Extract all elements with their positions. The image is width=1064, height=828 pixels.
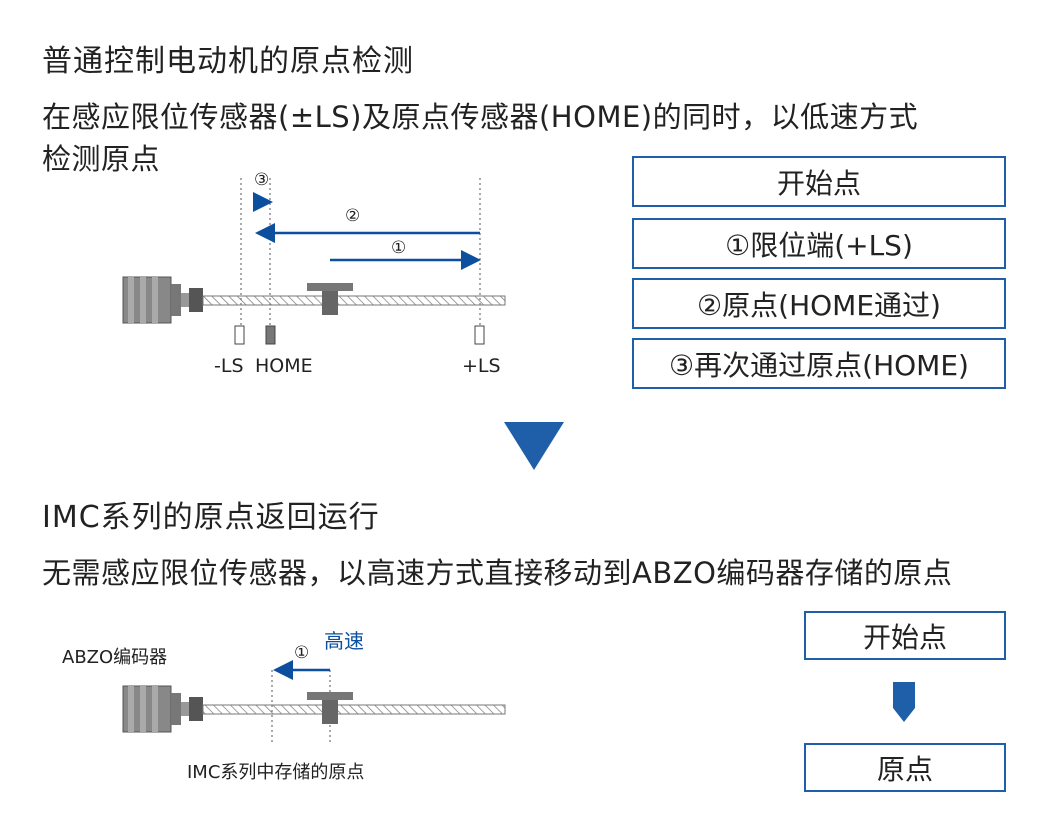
label-abzo-encoder: ABZO编码器 [62, 647, 168, 668]
label-high-speed: 高速 [324, 629, 364, 653]
marker-step2: ② [345, 206, 361, 226]
flow2-origin: 原点 [804, 743, 1006, 792]
carriage-1 [307, 283, 353, 315]
section2-title: IMC系列的原点返回运行 [42, 500, 380, 535]
label-plus-ls: +LS [462, 355, 501, 377]
section1-desc-line2: 检测原点 [42, 142, 161, 176]
label-stored-origin: IMC系列中存储的原点 [187, 762, 365, 783]
carriage-2 [307, 692, 353, 724]
sensor-home [265, 325, 276, 345]
marker-step1: ① [391, 238, 407, 258]
sensor-plus-ls [474, 325, 485, 345]
motor-2 [122, 685, 203, 733]
screw-shaft-2 [202, 704, 506, 715]
section1-title: 普通控制电动机的原点检测 [42, 44, 414, 79]
marker-step1-high-speed: ① [294, 643, 310, 663]
flow1-step1: ①限位端(+LS) [632, 218, 1006, 269]
flow2-chevron-down-icon [893, 682, 915, 722]
motor-1 [122, 276, 203, 324]
down-triangle [504, 422, 564, 470]
flow2-start: 开始点 [804, 611, 1006, 660]
sensor-minus-ls [234, 325, 245, 345]
label-minus-ls: -LS [214, 355, 244, 377]
flow1-step2: ②原点(HOME通过) [632, 278, 1006, 329]
marker-step3: ③ [254, 170, 270, 190]
flow1-start: 开始点 [632, 156, 1006, 207]
section1-desc-line1: 在感应限位传感器(±LS)及原点传感器(HOME)的同时，以低速方式 [42, 100, 919, 134]
flow1-step3: ③再次通过原点(HOME) [632, 338, 1006, 389]
label-home: HOME [255, 355, 313, 377]
section2-desc: 无需感应限位传感器，以高速方式直接移动到ABZO编码器存储的原点 [42, 556, 953, 590]
screw-shaft-1 [202, 295, 506, 306]
